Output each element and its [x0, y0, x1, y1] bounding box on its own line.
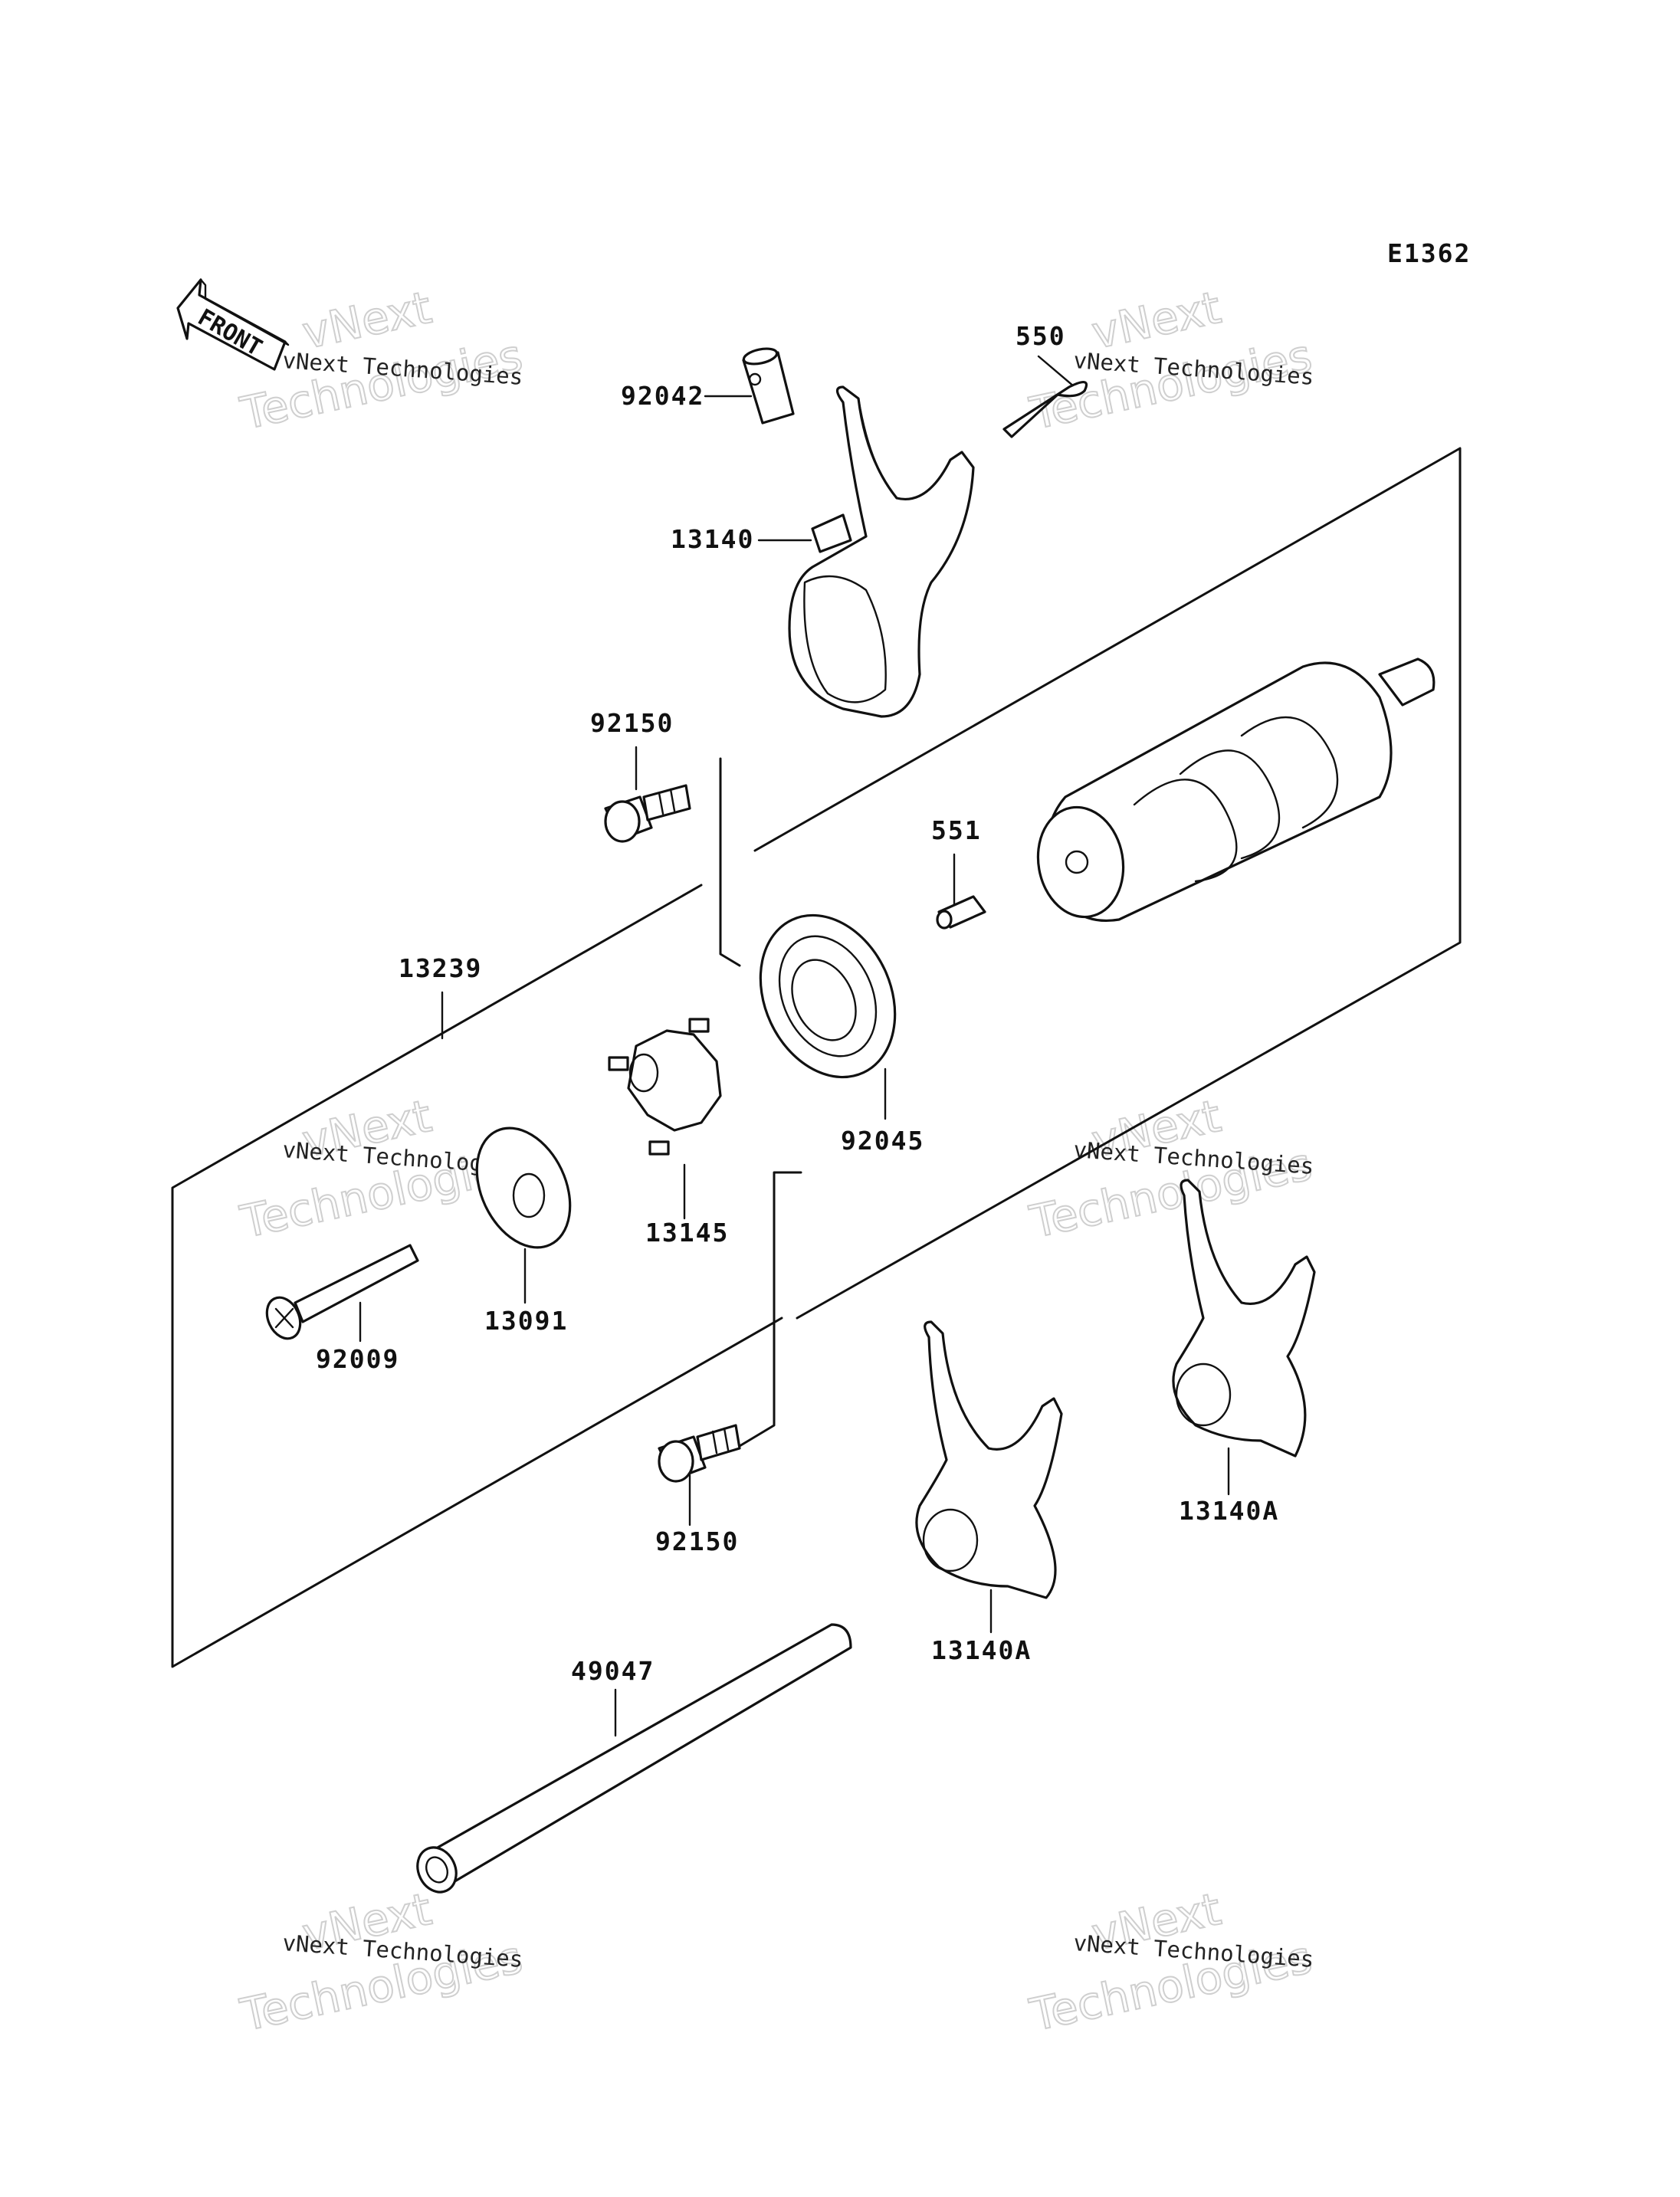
part-label-13145: 13145	[645, 1218, 729, 1248]
part-label-92150-top: 92150	[590, 708, 674, 738]
shift-fork-13140A-left-icon	[915, 1320, 1063, 1599]
assembly-outline-13239	[171, 884, 783, 1668]
watermark-bottom-left: vNext Technologies vNext Technologies	[235, 1882, 528, 2042]
watermark-top-left: vNext Technologies vNext Technologies	[235, 280, 528, 441]
bolt-92150-bottom-icon	[658, 1424, 741, 1483]
front-arrow-icon: FRONT	[176, 278, 290, 371]
part-label-92009: 92009	[316, 1344, 399, 1374]
bolt-92150-top-icon	[604, 784, 691, 843]
dowel-pin-551-icon	[936, 895, 986, 930]
screw-92009-icon	[265, 1244, 419, 1340]
part-label-49047: 49047	[571, 1656, 655, 1686]
watermark-middle-right: vNext Technologies vNext Technologies	[1025, 1089, 1317, 1249]
leader-lines	[359, 355, 1230, 1737]
watermark-bottom-right: vNext Technologies vNext Technologies	[1025, 1882, 1317, 2042]
shaft-49047-icon	[416, 1623, 852, 1894]
part-label-92042: 92042	[621, 381, 704, 411]
bearing-92045-icon	[759, 913, 897, 1079]
cotter-pin-550-icon	[1002, 381, 1088, 438]
part-label-550: 550	[1016, 321, 1066, 351]
part-label-13140A-left: 13140A	[931, 1635, 1032, 1665]
part-label-551: 551	[931, 815, 982, 845]
washer-13091-icon	[475, 1126, 572, 1249]
part-label-13091: 13091	[484, 1306, 568, 1336]
part-label-13140A-right: 13140A	[1179, 1496, 1279, 1526]
diagram-id: E1362	[1387, 238, 1471, 268]
part-label-92045: 92045	[841, 1126, 924, 1156]
part-label-13239: 13239	[399, 953, 482, 983]
pin-92042-icon	[742, 347, 795, 425]
shift-fork-13140A-right-icon	[1172, 1179, 1316, 1458]
shift-drum-icon	[1036, 657, 1436, 922]
part-label-13140: 13140	[671, 524, 754, 554]
part-label-92150-bottom: 92150	[655, 1526, 739, 1556]
svg-text:vNext: vNext	[298, 281, 436, 359]
watermark-top-right: vNext Technologies vNext Technologies	[1025, 280, 1317, 441]
assembly-outline-shift-drum	[719, 447, 1462, 1450]
cam-13145-icon	[608, 1018, 722, 1156]
svg-text:vNext: vNext	[1088, 281, 1226, 359]
shift-fork-13140-icon	[788, 385, 975, 718]
